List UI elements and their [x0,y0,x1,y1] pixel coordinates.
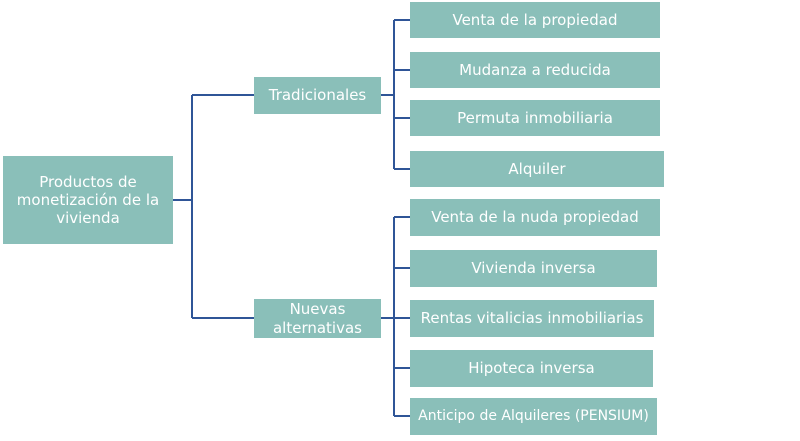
leaf-node-permuta-inmobiliaria: Permuta inmobiliaria [410,100,660,136]
leaf-node-label: Rentas vitalicias inmobiliarias [420,309,644,328]
group-node-label: Nuevas alternativas [272,300,362,337]
group-node-label: Tradicionales [268,86,367,105]
leaf-node-label: Hipoteca inversa [468,359,595,378]
leaf-node-anticipo-alquileres: Anticipo de Alquileres (PENSIUM) [410,398,657,435]
leaf-node-venta-propiedad: Venta de la propiedad [410,2,660,38]
leaf-node-label: Vivienda inversa [471,259,596,278]
leaf-node-label: Mudanza a reducida [459,60,611,79]
leaf-node-vivienda-inversa: Vivienda inversa [410,250,657,287]
leaf-node-mudanza-reducida: Mudanza a reducida [410,52,660,88]
leaf-node-label: Permuta inmobiliaria [457,108,613,127]
group-node-tradicionales: Tradicionales [254,77,381,114]
group-node-nuevas-alternativas: Nuevas alternativas [254,299,381,338]
leaf-node-venta-nuda-propiedad: Venta de la nuda propiedad [410,199,660,236]
leaf-node-rentas-vitalicias: Rentas vitalicias inmobiliarias [410,300,654,337]
leaf-node-label: Venta de la nuda propiedad [431,208,639,227]
root-node: Productos de monetización de la vivienda [3,156,173,244]
leaf-node-label: Venta de la propiedad [452,10,618,29]
leaf-node-hipoteca-inversa: Hipoteca inversa [410,350,653,387]
root-node-label: Productos de monetización de la vivienda [16,172,160,228]
leaf-node-alquiler: Alquiler [410,151,664,187]
leaf-node-label: Alquiler [508,159,566,178]
leaf-node-label: Anticipo de Alquileres (PENSIUM) [418,408,649,425]
